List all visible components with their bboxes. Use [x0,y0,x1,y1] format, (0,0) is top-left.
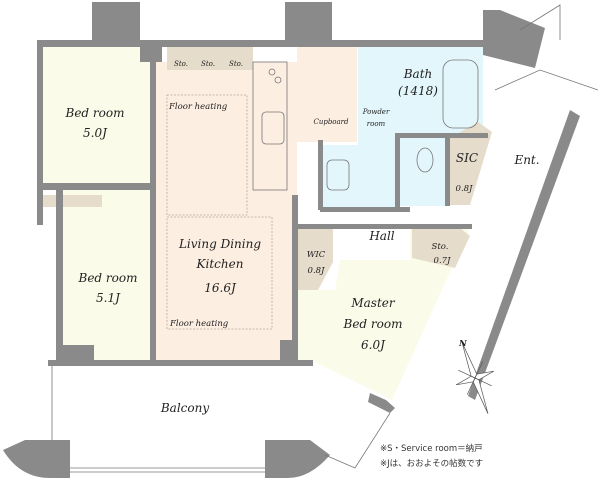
note-service-room: ※S・Service room＝納戸 [380,443,483,454]
bedroom-1-name: Bed room [65,106,125,120]
bath-size: (1418) [398,84,438,98]
sic-size: 0.8J [456,184,474,194]
bedroom-2-name: Bed room [78,271,138,285]
ldk-size: 16.6J [204,281,237,295]
bath-name: Bath [403,67,433,81]
floor-heating-label: Floor heating [168,102,228,112]
hall-label: Hall [368,229,394,243]
kitchen-sink [261,111,285,145]
master-name-2: Bed room [343,317,403,331]
wic-floor [298,228,333,290]
sto-size: 0.7J [434,256,452,266]
entrance-label: Ent. [513,153,539,167]
bath-floor [398,47,483,133]
sto-name: Sto. [432,242,449,252]
toilet-floor [400,138,445,206]
master-size: 6.0J [361,338,386,352]
closet-floor [42,195,102,207]
walls [3,2,580,478]
cupboard-label: Cupboard [313,118,349,126]
powder-room-1: Powder [362,108,390,116]
ldk-name-1: Living Dining [178,237,261,251]
bedroom-2-size: 5.1J [96,291,121,305]
floor-heating-area-1 [166,94,248,216]
sto-floor [412,228,470,268]
sic-name: SIC [456,151,478,165]
wic-size: 0.8J [308,266,326,276]
powder-room-2: room [367,120,386,128]
powder-room-floor [358,47,398,209]
storage-label: Sto. [201,60,215,68]
storage-row-floor [167,47,253,70]
wic-name: WIC [307,250,326,260]
balcony-label: Balcony [160,401,209,415]
bedroom-2-floor [62,188,152,363]
storage-label: Sto. [229,60,243,68]
compass-label: N [458,339,468,349]
master-name-1: Master [350,296,396,310]
storage-label: Sto. [174,60,188,68]
washbasin [326,159,350,191]
master-bedroom-floor [298,228,470,400]
kitchen-counter [252,61,288,191]
ldk-name-2: Kitchen [196,257,244,271]
balcony-outline [51,4,599,473]
bedroom-1-size: 5.0J [83,126,108,140]
sic-floor [450,122,492,205]
floor-heating-label: Floor heating [169,319,229,329]
bedroom-1-floor [42,47,155,185]
bathtub [442,59,479,129]
stove-burner [268,68,276,76]
toilet [416,147,434,173]
north-compass-icon [456,342,494,414]
note-jo-units: ※Jは、おおよその帖数です [380,458,483,469]
washbasin-floor [322,145,358,209]
stove-burner [274,76,282,84]
ldk-floor-upper [297,47,357,142]
floor-heating-area-2 [166,216,273,330]
